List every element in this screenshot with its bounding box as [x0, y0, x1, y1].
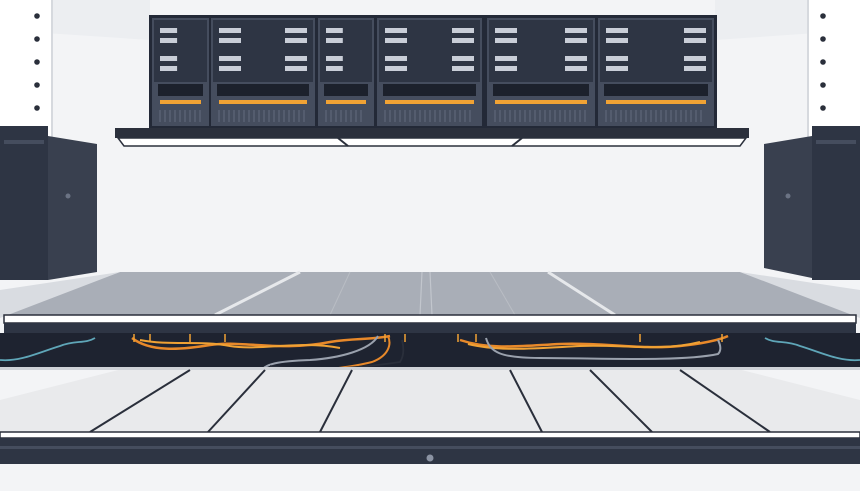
drive-slot: [160, 28, 178, 33]
rack-panel: [604, 84, 708, 96]
drive-slot: [606, 66, 628, 71]
drive-slot: [495, 38, 517, 43]
drive-slot: [452, 66, 474, 71]
server-rack: [115, 15, 749, 147]
rack-indicator: [160, 100, 201, 104]
drive-slot: [452, 28, 474, 33]
drive-slot: [326, 66, 343, 71]
drive-slot: [606, 28, 628, 33]
rack-shelf-lip: [116, 137, 748, 147]
rack-panel: [383, 84, 476, 96]
right-cabinet: [764, 126, 860, 280]
left-wall: [0, 0, 53, 140]
drive-slot: [219, 66, 241, 71]
base-bolt: [426, 454, 434, 462]
drive-slot: [219, 28, 241, 33]
rack-panel: [217, 84, 309, 96]
rack-indicator: [219, 100, 307, 104]
rack-indicator: [606, 100, 706, 104]
drive-slot: [285, 38, 307, 43]
drive-slot: [326, 56, 343, 61]
rack-indicator: [385, 100, 474, 104]
drive-slot: [326, 38, 343, 43]
drive-slot: [684, 38, 706, 43]
raised-floor: [0, 270, 860, 333]
drive-slot: [495, 66, 517, 71]
left-cabinet: [0, 126, 97, 280]
drive-slot: [385, 66, 407, 71]
rack-panel: [493, 84, 589, 96]
drive-slot: [565, 38, 587, 43]
drive-slot: [565, 66, 587, 71]
drive-slot: [385, 28, 407, 33]
drive-slot: [565, 28, 587, 33]
drive-slot: [160, 66, 178, 71]
drive-slot: [565, 56, 587, 61]
underfloor-cavity: [0, 333, 860, 373]
drive-slot: [495, 28, 517, 33]
drive-slot: [606, 56, 628, 61]
drive-slot: [606, 38, 628, 43]
drive-slot: [285, 56, 307, 61]
drive-slot: [219, 56, 241, 61]
drive-slot: [684, 28, 706, 33]
rack-panel: [324, 84, 368, 96]
rack-indicator: [326, 100, 366, 104]
rack-panel: [158, 84, 203, 96]
rack-shelf: [115, 128, 749, 138]
drive-slot: [495, 56, 517, 61]
lower-floor: [0, 367, 860, 491]
drive-slot: [219, 38, 241, 43]
drive-slot: [684, 66, 706, 71]
drive-slot: [326, 28, 343, 33]
drive-slot: [452, 38, 474, 43]
right-wall: [807, 0, 860, 140]
drive-slot: [160, 56, 178, 61]
drive-slot: [285, 28, 307, 33]
drive-slot: [452, 56, 474, 61]
drive-slot: [684, 56, 706, 61]
drive-slot: [285, 66, 307, 71]
drive-slot: [160, 38, 178, 43]
drive-slot: [385, 38, 407, 43]
rack-units: [152, 18, 714, 126]
drive-slot: [385, 56, 407, 61]
rack-indicator: [495, 100, 587, 104]
